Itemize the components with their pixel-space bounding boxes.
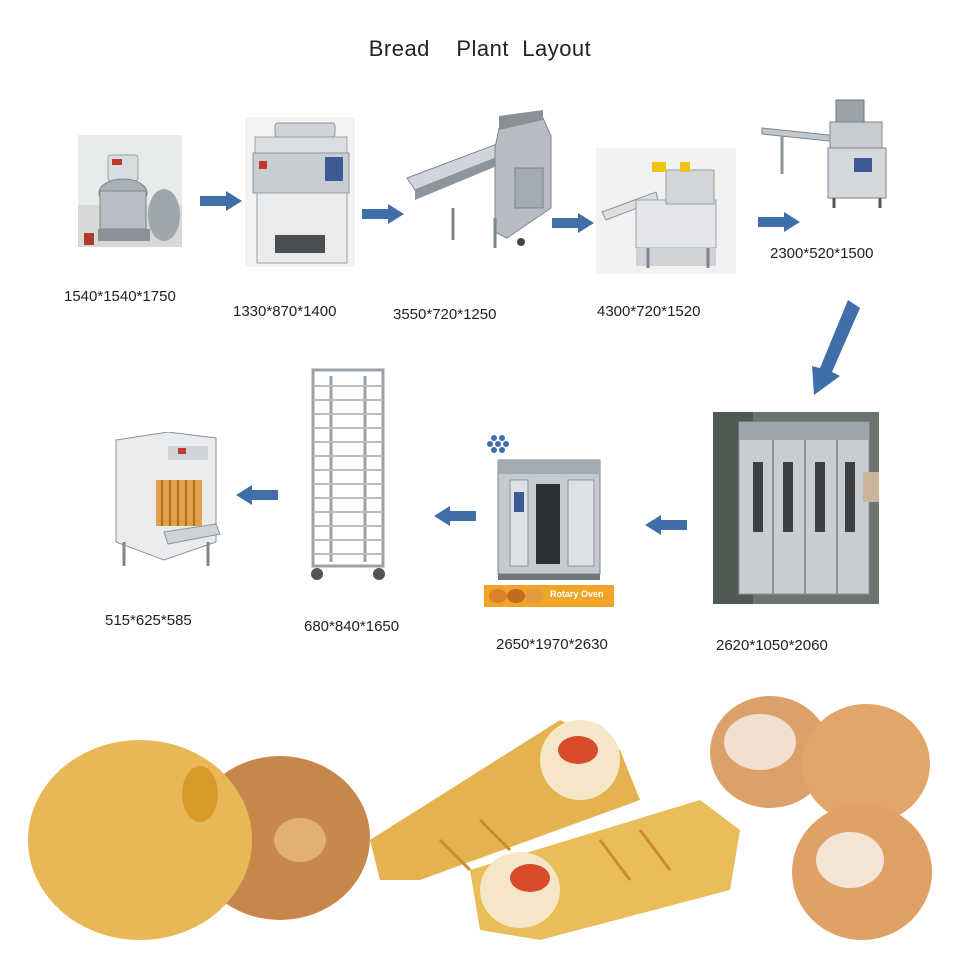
rotary-oven-icon	[484, 432, 604, 582]
sugar-buns-icon	[710, 696, 932, 940]
bread-thumbnail-icon	[486, 585, 546, 607]
flow-arrow-left-icon	[236, 485, 278, 505]
dough-sheeter-icon	[245, 117, 355, 267]
dimension-label: 1540*1540*1750	[64, 288, 176, 305]
tray-trolley-icon	[305, 366, 391, 584]
proofer-cabinet-icon	[713, 412, 879, 604]
flow-arrow-right-icon	[200, 191, 242, 211]
rotary-oven-banner-label: Rotary Oven	[550, 589, 604, 599]
bread-moulder-icon	[596, 148, 736, 274]
dimension-label: 680*840*1650	[304, 618, 399, 635]
rotary-oven-banner: Rotary Oven	[484, 585, 614, 607]
flow-arrow-right-icon	[552, 213, 594, 233]
spiral-mixer-icon	[78, 135, 182, 247]
bread-slicer-icon	[108, 432, 222, 570]
flow-arrow-right-icon	[362, 204, 404, 224]
bread-products	[0, 690, 960, 960]
dimension-label: 2620*1050*2060	[716, 637, 828, 654]
dimension-label: 1330*870*1400	[233, 303, 336, 320]
dimension-label: 3550*720*1250	[393, 306, 496, 323]
flow-arrow-right-icon	[758, 212, 800, 232]
dimension-label: 2300*520*1500	[770, 245, 873, 262]
conveyor-sheeter-icon	[403, 108, 553, 250]
filled-bread-icon	[370, 720, 740, 940]
flow-arrow-down-left-icon	[808, 300, 860, 395]
dough-divider-icon	[760, 96, 890, 210]
flow-arrow-left-icon	[434, 506, 476, 526]
bread-rolls-icon	[28, 740, 370, 940]
dimension-label: 2650*1970*2630	[496, 636, 608, 653]
flow-arrow-left-icon	[645, 515, 687, 535]
dimension-label: 4300*720*1520	[597, 303, 700, 320]
page-title: Bread Plant Layout	[0, 36, 960, 62]
dimension-label: 515*625*585	[105, 612, 192, 629]
